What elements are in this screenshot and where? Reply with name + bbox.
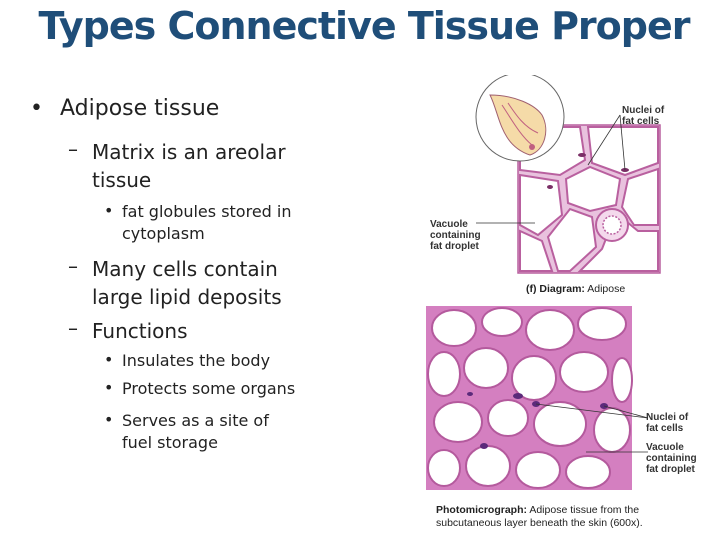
bullet-serves-1: Serves as a site of: [122, 411, 269, 430]
bullet-mark: •: [104, 201, 114, 220]
bullet-fat-1: fat globules stored in: [122, 202, 292, 221]
bullet-lipid-2: large lipid deposits: [92, 285, 282, 309]
bullet-mark: •: [104, 350, 114, 369]
bullet-matrix-1: Matrix is an areolar: [92, 140, 286, 164]
bullet-mark: •: [30, 96, 43, 121]
bullet-list: • Adipose tissue – Matrix is an areolar …: [30, 96, 296, 452]
bullet-mark: •: [104, 410, 114, 429]
adipose-diagram-illustration: [475, 72, 661, 274]
dash-mark: –: [68, 254, 78, 278]
photo-caption: Photomicrograph: Adipose tissue from the…: [436, 504, 643, 529]
adipose-photomicrograph-image: [426, 306, 649, 490]
diagram-caption: (f) Diagram: Adipose: [526, 283, 626, 295]
bullet-functions: Functions: [92, 319, 188, 343]
bullet-insulates: Insulates the body: [122, 351, 271, 370]
bullet-lipid-1: Many cells contain: [92, 257, 278, 281]
slide-title: Types Connective Tissue Proper: [38, 4, 690, 48]
bullet-matrix-2: tissue: [92, 168, 152, 192]
dash-mark: –: [68, 316, 78, 340]
bullet-adipose: Adipose tissue: [60, 96, 220, 121]
bullet-fat-2: cytoplasm: [122, 224, 205, 243]
bullet-protects: Protects some organs: [122, 379, 296, 398]
dash-mark: –: [68, 137, 78, 161]
bullet-mark: •: [104, 378, 114, 397]
bullet-serves-2: fuel storage: [122, 433, 218, 452]
